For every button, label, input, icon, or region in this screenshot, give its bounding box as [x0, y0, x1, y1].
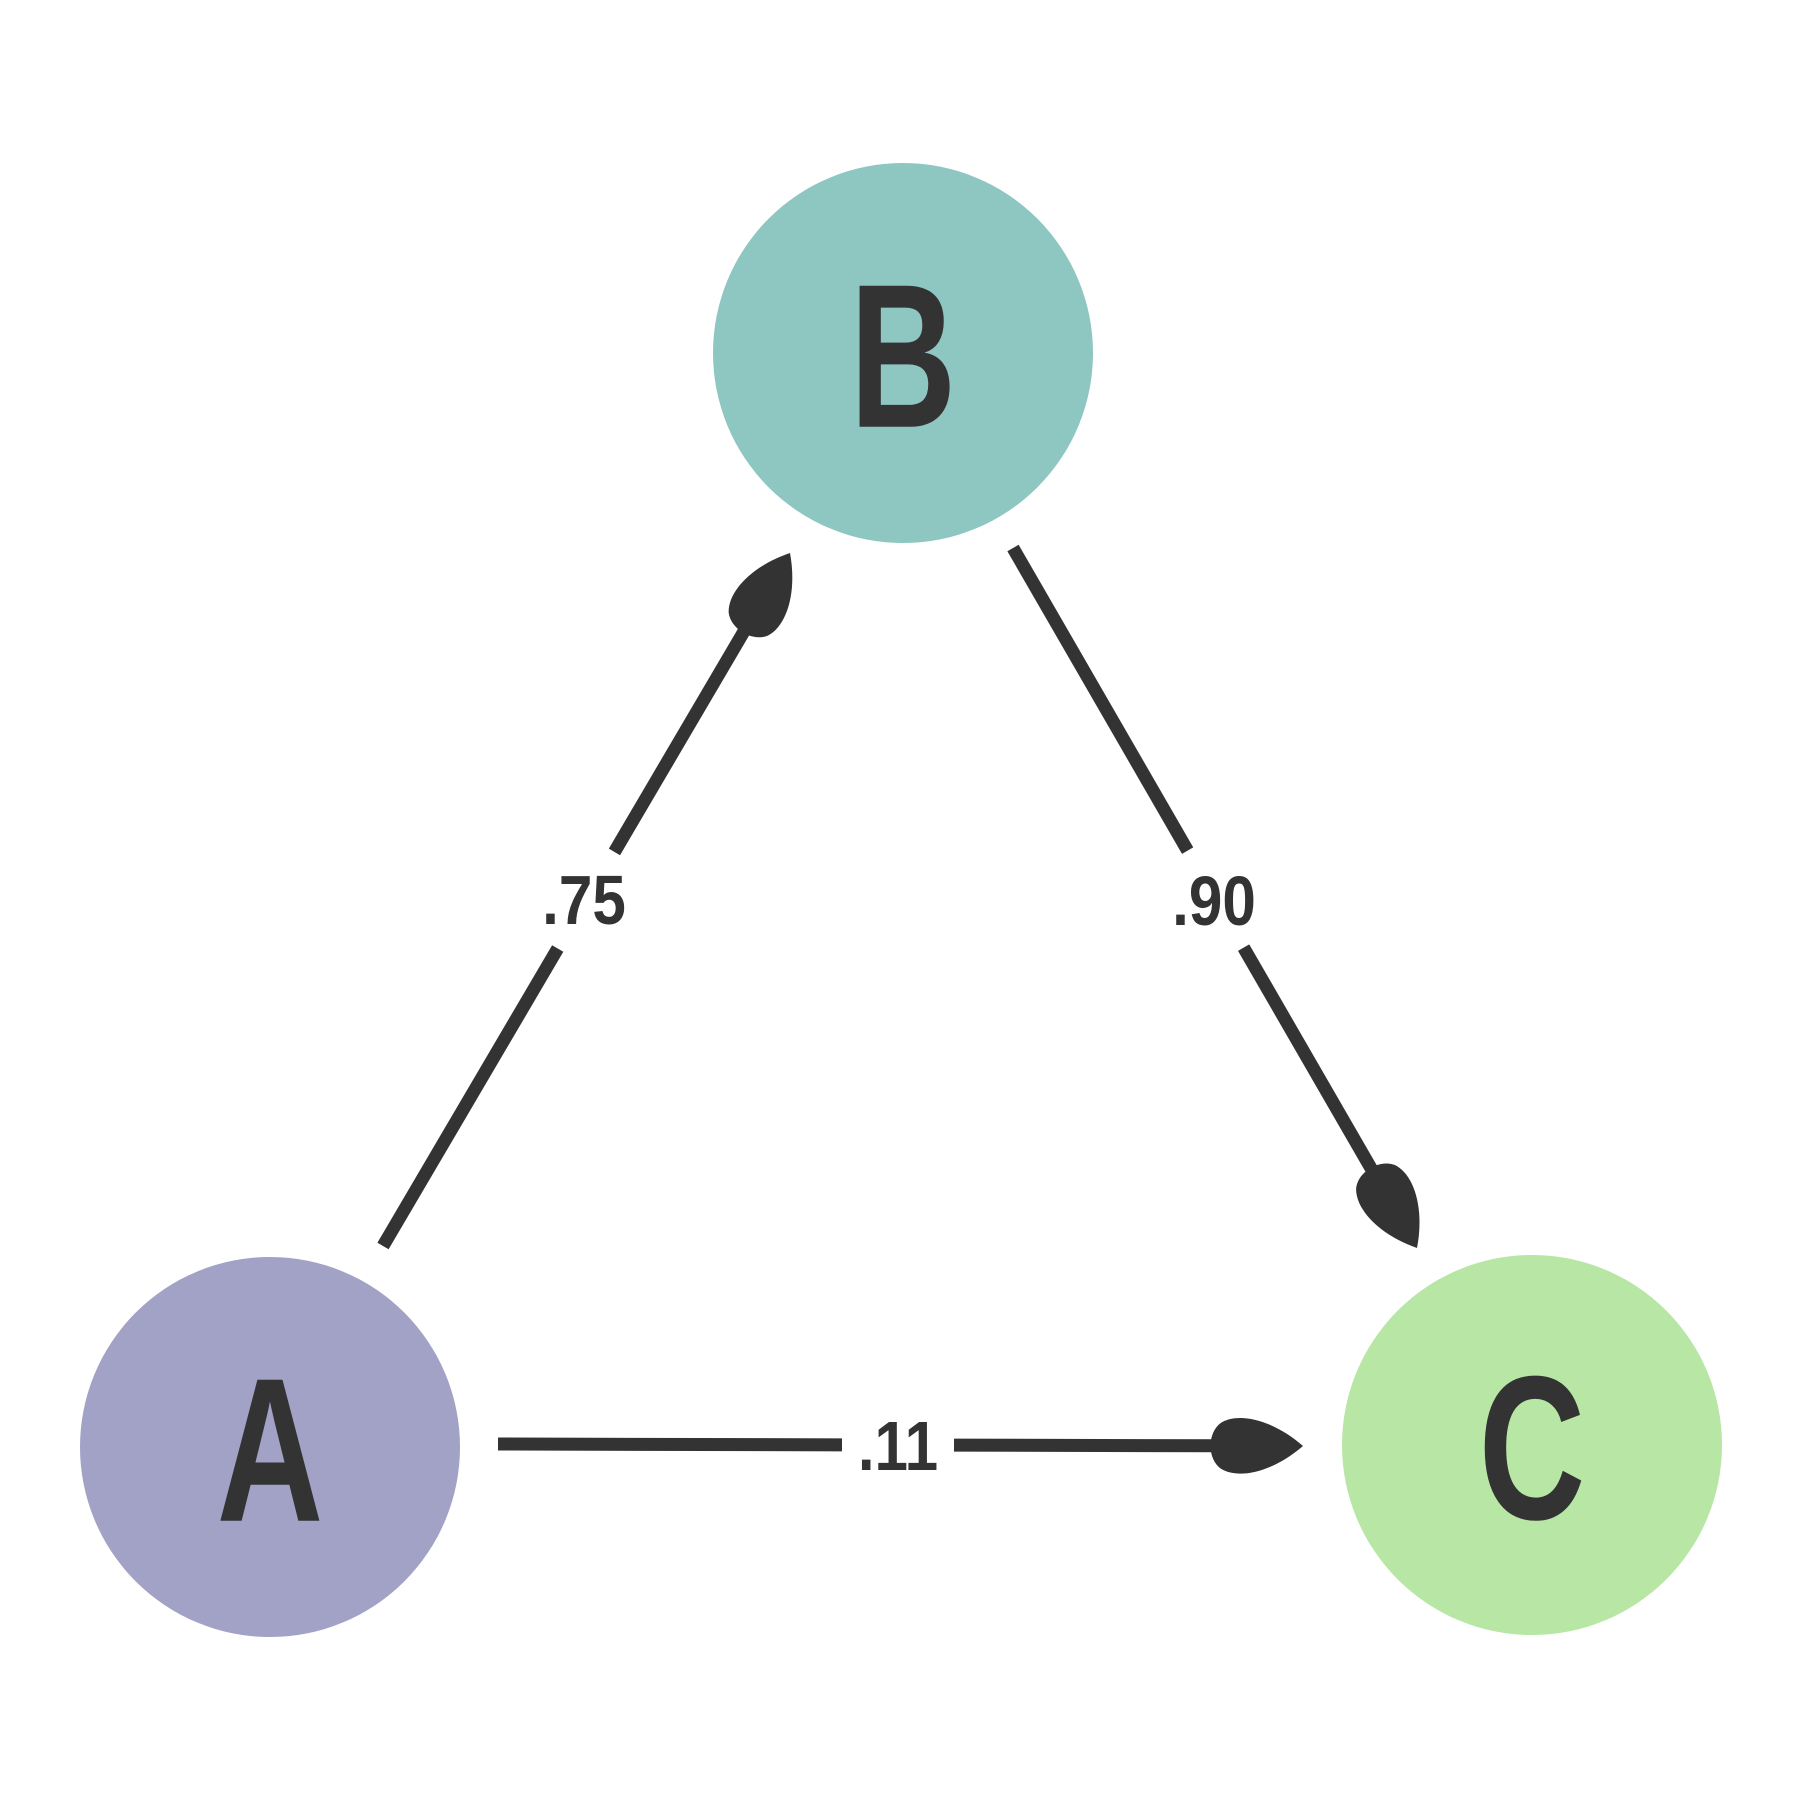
edge-segment: [377, 945, 564, 1250]
node-label-B: B: [850, 241, 957, 471]
edge-B-C: .90: [1007, 544, 1420, 1248]
edge-A-C: .11: [497, 1407, 1303, 1485]
node-circle-B: [713, 163, 1093, 543]
node-circle-A: [80, 1257, 460, 1637]
arrowhead-icon: [1210, 1418, 1303, 1474]
edge-segment: [608, 622, 754, 856]
edge-segment: [497, 1437, 843, 1452]
edge-weight-label-A-B: .75: [542, 861, 626, 939]
arrowhead-icon: [728, 553, 793, 638]
node-A: A: [80, 1257, 460, 1637]
edge-segment: [1007, 544, 1194, 854]
edge-A-B: .75: [377, 553, 793, 1250]
node-B: B: [713, 163, 1093, 543]
node-circle-C: [1342, 1255, 1722, 1635]
edge-segment: [1237, 944, 1381, 1179]
edge-weight-label-A-C: .11: [858, 1407, 938, 1485]
arrowhead-icon: [1356, 1163, 1420, 1248]
edge-weight-label-B-C: .90: [1172, 862, 1256, 940]
node-label-A: A: [217, 1335, 324, 1565]
node-C: C: [1342, 1255, 1722, 1635]
edge-segment: [953, 1438, 1220, 1453]
node-label-C: C: [1479, 1333, 1586, 1563]
